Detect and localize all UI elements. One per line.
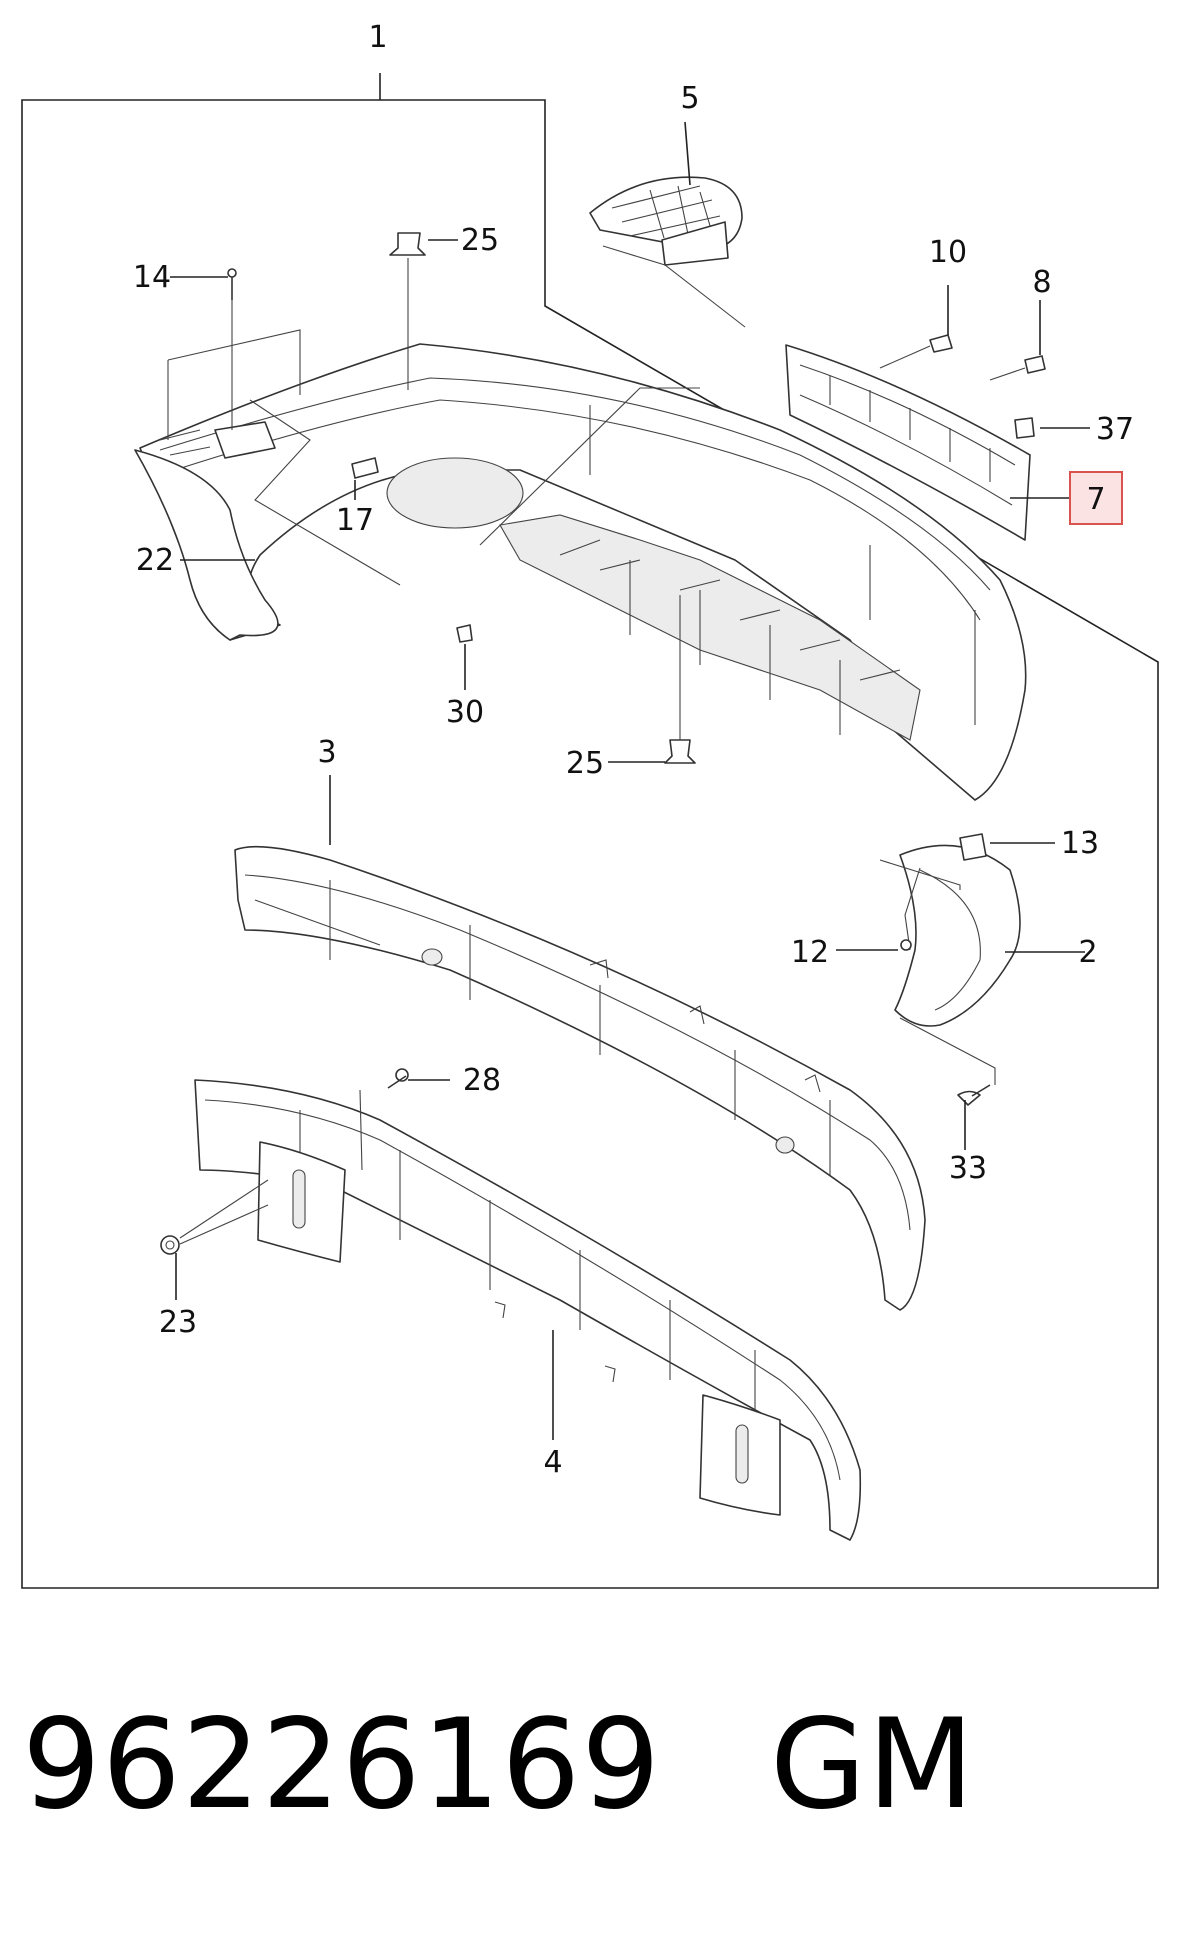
callout-5: 5 [680, 81, 699, 116]
callout-1: 1 [368, 20, 387, 55]
rear-bracket [785, 344, 1031, 541]
fastener-bolt-28 [387, 1068, 409, 1089]
callout-labels: 1 5 10 8 14 25 37 7 17 22 30 25 3 13 12 … [133, 20, 1134, 1480]
callout-33: 33 [949, 1151, 987, 1186]
callout-2: 2 [1078, 935, 1097, 970]
callout-3: 3 [317, 735, 336, 770]
callout-30: 30 [446, 695, 484, 730]
callout-8: 8 [1032, 265, 1051, 300]
bumper-fascia [139, 343, 1027, 801]
part-number-footer: 96226169 GM [0, 1690, 1180, 1930]
fastener-bolt-8 [989, 355, 1046, 381]
callout-leaders [170, 121, 1090, 1440]
fastener-screw-14 [227, 268, 237, 430]
mount-slot [735, 1424, 749, 1484]
highlight-box [1069, 471, 1123, 525]
callout-28: 28 [463, 1063, 501, 1098]
callout-22: 22 [136, 543, 174, 578]
fastener-pin-33 [899, 1017, 996, 1106]
callout-17: 17 [336, 503, 374, 538]
fastener-bolt-10 [879, 334, 953, 369]
fastener-clip-37 [1014, 417, 1035, 439]
callout-37: 37 [1096, 412, 1134, 447]
fastener-nut-23 [160, 1179, 269, 1255]
assembly-frame [21, 73, 1159, 1589]
part-number: 96226169 [22, 1693, 662, 1837]
callout-25-top: 25 [461, 223, 499, 258]
fastener-clip-25-top [389, 232, 426, 390]
callout-13: 13 [1061, 826, 1099, 861]
fog-lamp-grille [589, 176, 746, 328]
fascia-leaders [167, 329, 976, 725]
fog-lamp-opening [386, 457, 524, 529]
clip-bracket [351, 457, 379, 479]
energy-absorber [234, 845, 926, 1311]
mount-slot [292, 1169, 306, 1229]
fastener-clip-25-low [664, 595, 696, 764]
brand-label: GM [770, 1693, 976, 1837]
bumper-beam [194, 1079, 862, 1541]
fastener-screw-30 [456, 624, 473, 643]
absorber-hole [421, 948, 443, 966]
side-bracket-left [134, 421, 279, 641]
callout-12: 12 [791, 935, 829, 970]
callout-14: 14 [133, 260, 171, 295]
callout-10: 10 [929, 235, 967, 270]
side-panel-right [879, 844, 1021, 1027]
callout-7: 7 [1086, 482, 1105, 517]
callout-25-low: 25 [566, 746, 604, 781]
callout-23: 23 [159, 1305, 197, 1340]
absorber-hole [775, 1136, 795, 1154]
fastener-clip-13 [959, 833, 987, 861]
fastener-screw-12 [900, 939, 912, 951]
callout-4: 4 [543, 1445, 562, 1480]
